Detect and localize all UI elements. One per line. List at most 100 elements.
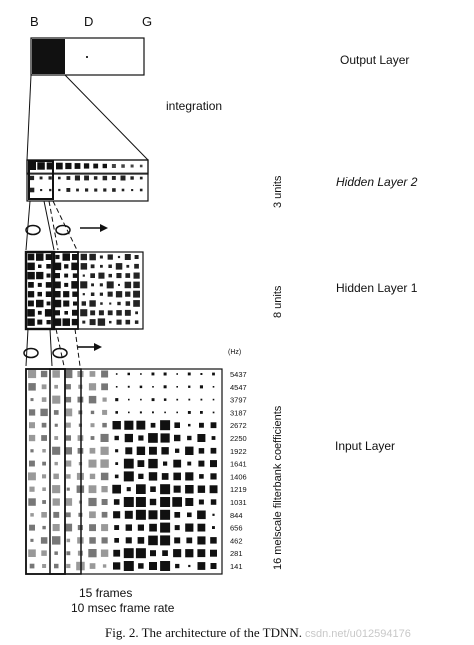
hidden1-unit (98, 272, 105, 279)
hidden2-unit (29, 187, 35, 193)
input-cell (148, 458, 158, 469)
input-cell (149, 523, 157, 532)
input-cell (64, 523, 73, 532)
input-cell (30, 449, 34, 453)
hidden1-unit (91, 283, 94, 287)
connections-input-h1 (23, 328, 102, 367)
input-cell (88, 459, 97, 468)
hidden1-unit (27, 262, 35, 271)
input-cell (53, 410, 59, 415)
input-cell (42, 525, 46, 530)
input-cell (187, 512, 192, 518)
input-cell (187, 411, 191, 414)
input-cell (160, 561, 171, 571)
input-cell (54, 563, 59, 569)
input-cell (175, 563, 180, 569)
input-cell (113, 562, 121, 570)
input-cell (210, 422, 217, 429)
hidden2-unit (111, 176, 116, 180)
input-cell (160, 420, 171, 431)
input-cell (174, 422, 180, 428)
input-cell (139, 385, 143, 389)
input-cell (199, 422, 204, 428)
hidden2-unit (112, 188, 116, 192)
input-cell (135, 509, 146, 520)
shared-weights-link-icon (23, 347, 39, 359)
input-cell (102, 564, 107, 568)
input-cell (200, 373, 203, 375)
hidden1-unit (109, 320, 112, 324)
hidden1-unit (38, 264, 42, 268)
frequency-label: 141 (230, 562, 243, 571)
input-cell (89, 371, 96, 377)
frequency-label: 1031 (230, 498, 247, 507)
input-cell (42, 461, 46, 466)
input-cell (66, 487, 70, 491)
input-cell (29, 460, 35, 467)
input-cell (176, 398, 179, 401)
hidden1-unit (134, 255, 139, 259)
input-cell (102, 422, 107, 428)
hidden1-unit (134, 263, 139, 269)
hidden2-unit (58, 188, 61, 192)
input-cell (162, 550, 168, 556)
hidden2-unit (93, 163, 99, 169)
hidden1-unit (107, 254, 113, 260)
integration-line-right (64, 74, 149, 161)
input-cell (164, 411, 166, 414)
hidden2-unit (121, 164, 125, 168)
input-cell (65, 435, 71, 441)
input-cell (197, 523, 206, 532)
input-cell (139, 411, 142, 414)
hidden1-unit (117, 255, 121, 259)
input-cell (100, 433, 109, 442)
input-cell (52, 485, 61, 494)
input-cell (65, 396, 72, 403)
hidden1-unit (80, 263, 88, 270)
input-cell (123, 548, 134, 559)
hidden2-unit (85, 188, 89, 192)
output-unit-b (32, 39, 65, 74)
input-cell (88, 497, 97, 507)
hidden1-unit (53, 299, 62, 308)
input-cell (210, 473, 217, 480)
hidden1-unit (62, 253, 70, 261)
hidden1-unit (133, 290, 140, 298)
input-cell (114, 525, 120, 530)
input-cell (123, 561, 134, 571)
input-cell (186, 537, 193, 544)
output-layer (30, 37, 145, 76)
hidden1-unit (27, 253, 35, 261)
input-cell (135, 548, 146, 559)
column-letter-d: D (84, 14, 93, 29)
input-cell (197, 510, 206, 520)
input-cell (115, 411, 118, 414)
hidden1-unit (53, 262, 62, 271)
hidden2-unit (139, 176, 143, 180)
input-cell (199, 385, 203, 389)
input-cell (210, 537, 217, 544)
input-cell (160, 509, 171, 520)
input-cell (40, 370, 48, 378)
input-cell (135, 497, 146, 507)
hidden-layer-2-units (28, 162, 143, 193)
input-cell (89, 473, 96, 480)
input-cell (40, 537, 48, 544)
input-cell (197, 434, 206, 442)
hidden1-unit (82, 293, 85, 296)
input-cell (28, 472, 36, 481)
hidden1-unit (55, 254, 60, 260)
input-cell (138, 435, 144, 441)
frequency-label: 5437 (230, 370, 247, 379)
watermark: csdn.net/u012594176 (305, 628, 411, 640)
input-cell (42, 500, 46, 504)
input-cell (188, 385, 191, 388)
hidden1-unit (80, 281, 88, 289)
hidden-layer-2-units-label: 3 units (272, 175, 284, 208)
input-cell (123, 471, 134, 482)
hidden2-unit (130, 164, 134, 168)
input-cell (174, 512, 181, 518)
hidden1-unit (125, 291, 131, 297)
hidden1-unit (124, 254, 131, 260)
